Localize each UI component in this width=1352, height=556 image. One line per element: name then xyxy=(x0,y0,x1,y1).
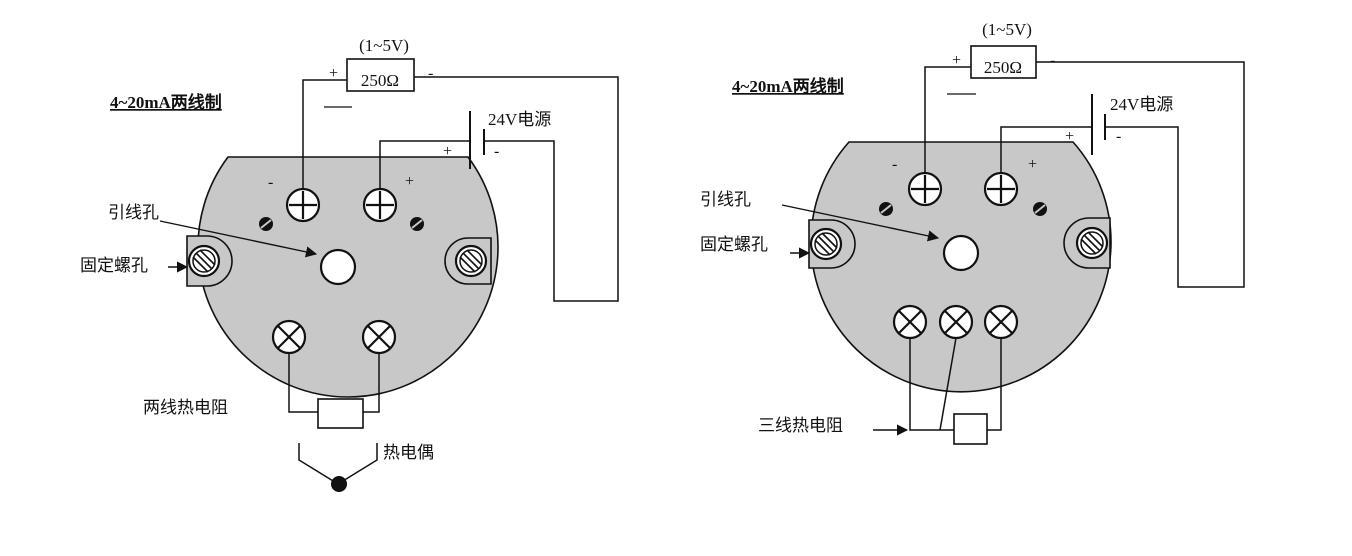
right-rtd-wire-2 xyxy=(939,337,957,431)
right-load-resistor xyxy=(970,45,1037,79)
left-loop-wire-positive xyxy=(379,140,470,189)
right-terminal-minus-sign: - xyxy=(892,156,897,173)
right-power-label: 24V电源 xyxy=(1110,95,1173,114)
left-resistor-plus-sign: + xyxy=(329,65,338,82)
right-lead-hole-label: 引线孔 xyxy=(700,190,751,210)
left-rtd-resistor xyxy=(317,398,364,429)
left-rtd-wire xyxy=(288,353,380,413)
left-loop-wire-negative xyxy=(302,79,347,189)
right-rtd-wire-1 xyxy=(909,338,954,431)
left-rtd-label: 两线热电阻 xyxy=(143,398,228,418)
left-small-screw-2 xyxy=(410,217,424,231)
right-output-terminal-negative xyxy=(907,171,943,207)
right-input-terminal-1 xyxy=(892,304,928,340)
right-resistor-minus-sign: - xyxy=(1050,52,1055,69)
left-lead-hole xyxy=(319,248,357,286)
right-battery-plus-sign: + xyxy=(1065,128,1074,145)
left-small-screw-1 xyxy=(259,217,273,231)
right-output-terminal-positive xyxy=(983,171,1019,207)
right-rtd-wire-3 xyxy=(987,338,1002,431)
right-input-terminal-3 xyxy=(983,304,1019,340)
right-battery-minus-sign: - xyxy=(1116,128,1121,145)
left-resistor-minus-sign: - xyxy=(428,65,433,82)
right-diagram: 4~20mA两线制 xyxy=(700,20,1245,445)
right-lead-hole xyxy=(942,234,980,272)
left-terminal-plus-sign: + xyxy=(405,173,414,190)
left-title: 4~20mA两线制 xyxy=(110,92,222,112)
right-small-screw-2 xyxy=(1033,202,1047,216)
left-battery-plus-sign: + xyxy=(443,143,452,160)
left-load-resistor xyxy=(346,58,415,92)
left-fixing-ear-right xyxy=(444,237,492,285)
right-fixing-ear-left xyxy=(808,219,856,269)
right-loop-wire-positive xyxy=(1000,126,1092,173)
left-voltage-label: (1~5V) xyxy=(359,36,409,55)
right-loop-wire-negative xyxy=(924,66,971,173)
left-battery-minus-sign: - xyxy=(494,143,499,160)
left-lead-hole-label: 引线孔 xyxy=(108,203,159,223)
right-small-screw-1 xyxy=(879,202,893,216)
right-rtd-resistor xyxy=(953,413,988,445)
right-resistor-label: 250Ω xyxy=(984,58,1022,77)
right-fixing-ear-right xyxy=(1063,217,1111,269)
right-input-terminal-2 xyxy=(938,304,974,340)
left-diagram: 4~20mA两线制 xyxy=(80,36,619,492)
right-loop-wire-return xyxy=(1036,61,1245,288)
right-rtd-label: 三线热电阻 xyxy=(758,416,843,436)
right-title: 4~20mA两线制 xyxy=(732,76,844,96)
left-thermocouple-label: 热电偶 xyxy=(383,443,434,463)
left-loop-wire-return xyxy=(414,76,619,302)
right-fixing-hole-label: 固定螺孔 xyxy=(700,235,768,255)
left-input-terminal-1 xyxy=(271,319,307,355)
left-output-terminal-positive xyxy=(362,187,398,223)
left-resistor-label: 250Ω xyxy=(361,71,399,90)
left-output-terminal-negative xyxy=(285,187,321,223)
left-input-terminal-2 xyxy=(361,319,397,355)
left-terminal-minus-sign: - xyxy=(268,174,273,191)
left-power-label: 24V电源 xyxy=(488,110,551,129)
right-terminal-plus-sign: + xyxy=(1028,156,1037,173)
left-lead-hole-arrow xyxy=(159,220,318,258)
right-lead-hole-arrow xyxy=(781,204,940,242)
left-thermocouple-junction xyxy=(331,476,347,492)
left-fixing-ear-left xyxy=(186,235,233,287)
right-resistor-plus-sign: + xyxy=(952,52,961,69)
right-voltage-label: (1~5V) xyxy=(982,20,1032,39)
left-fixing-hole-label: 固定螺孔 xyxy=(80,256,148,276)
